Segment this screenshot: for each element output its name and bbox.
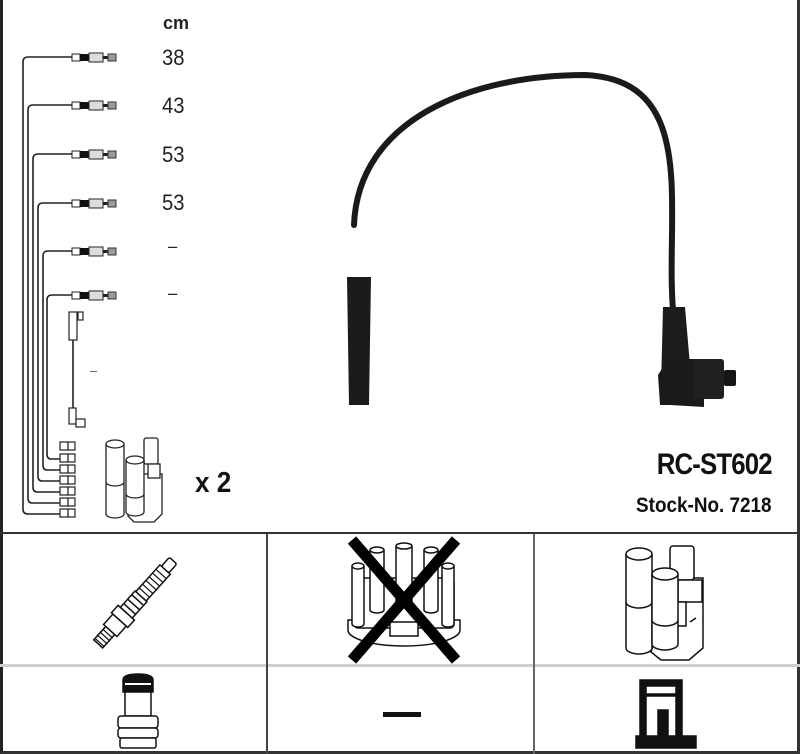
row-divider bbox=[0, 664, 800, 667]
cable-length-4: 53 bbox=[162, 190, 185, 215]
cable-length-5: – bbox=[168, 236, 178, 256]
coil-quantity: x 2 bbox=[195, 467, 232, 499]
cable-tree-icon bbox=[22, 52, 117, 518]
spark-plug-icon bbox=[92, 557, 177, 649]
part-number: RC-ST602 bbox=[657, 448, 773, 481]
ignition-coil-small-icon bbox=[105, 437, 163, 523]
column-divider-2 bbox=[533, 534, 535, 754]
plug-terminal-icon bbox=[117, 673, 159, 749]
cable-length-1: 38 bbox=[162, 45, 185, 70]
stock-number: Stock-No. 7218 bbox=[636, 494, 772, 517]
cable-length-2: 43 bbox=[162, 93, 185, 118]
column-divider-1 bbox=[266, 534, 268, 754]
distributor-cap-icon bbox=[347, 536, 461, 664]
distributor-terminal-dash bbox=[383, 712, 421, 717]
unit-label: cm bbox=[163, 13, 190, 33]
ignition-cable-photo bbox=[347, 71, 736, 407]
ignition-coil-icon bbox=[625, 545, 704, 661]
cable-length-6: – bbox=[168, 283, 178, 303]
coil-terminal-icon bbox=[635, 679, 697, 749]
coil-cable-length: – bbox=[90, 362, 98, 378]
panel-divider bbox=[0, 532, 800, 534]
cable-length-3: 53 bbox=[162, 142, 185, 167]
